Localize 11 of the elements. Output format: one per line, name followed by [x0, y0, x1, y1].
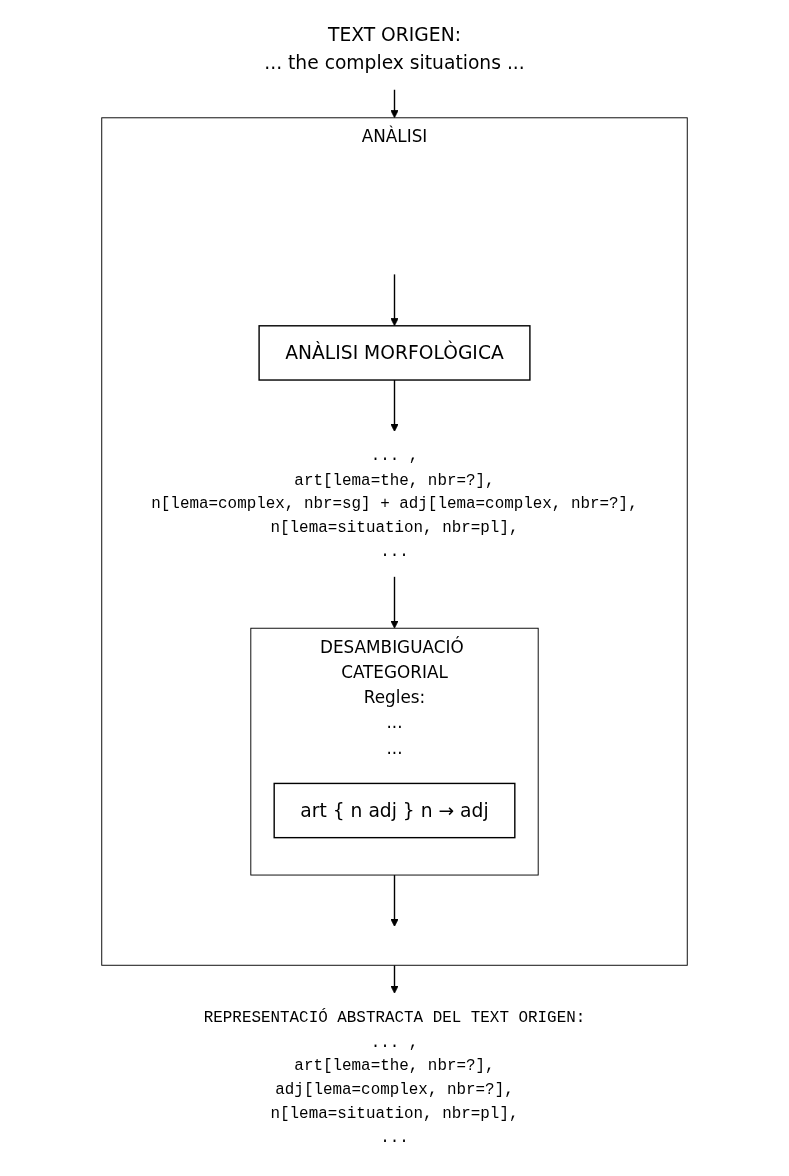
node-text: ... , art[lema=the, nbr=?], n[lema=complex, nbr=sg] + adj[lema=complex, nbr=?], n[lema=situation, nbr=pl], ... [151, 447, 638, 561]
node-text: TEXT ORIGEN: ... the complex situations ... [264, 23, 525, 74]
node-box: art { n adj } n → adj [273, 782, 516, 839]
arrow [390, 874, 399, 927]
arrow [390, 379, 399, 432]
arrow [390, 576, 399, 629]
arrow [390, 273, 399, 327]
node-text: REPRESENTACIÓ ABSTRACTA DEL TEXT ORIGEN: ... , art[lema=the, nbr=?], adj[lema=complex, nbr=?], n[lema=situation, nbr=pl], ... [203, 1009, 586, 1147]
arrow [390, 964, 399, 994]
arrow [390, 89, 399, 119]
node-box: ANÀLISI MORFOLÒGICA [258, 325, 531, 381]
